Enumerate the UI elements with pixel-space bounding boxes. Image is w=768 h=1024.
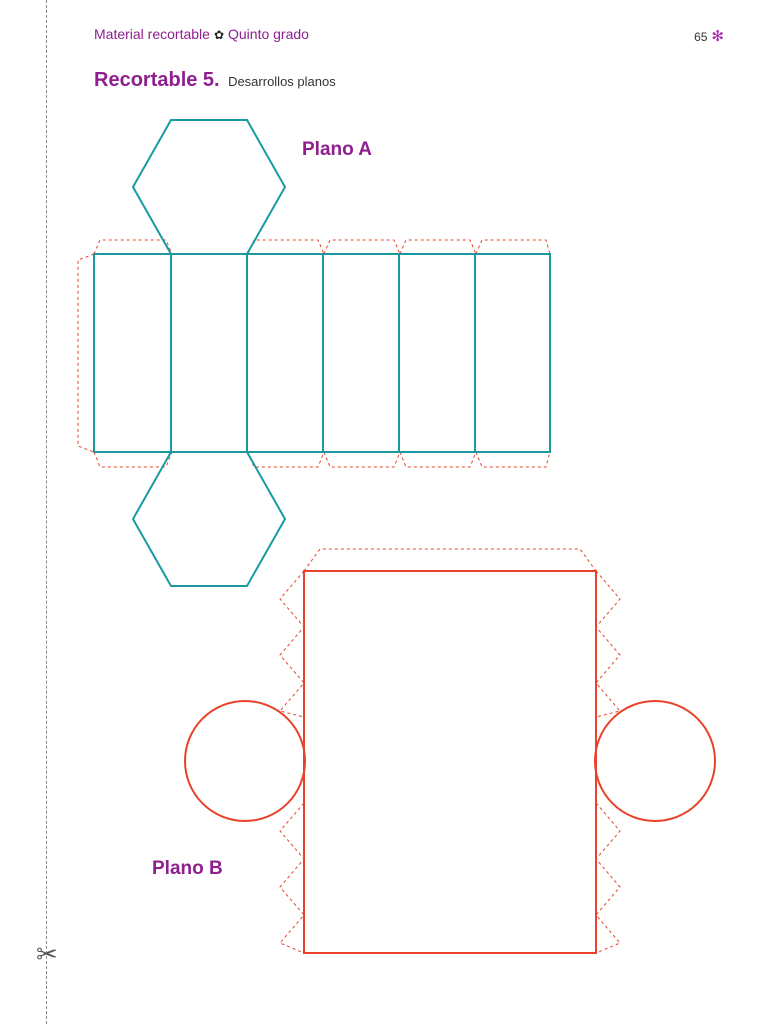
plano-b-right-teeth-lower bbox=[595, 802, 621, 954]
plano-a-left-tab bbox=[77, 253, 95, 453]
plano-b-left-circle bbox=[184, 700, 306, 822]
plano-b-left-teeth-lower bbox=[279, 802, 305, 954]
plano-a-bottom-tab-6 bbox=[475, 451, 551, 468]
plano-a-bottom-tab-4 bbox=[323, 451, 401, 468]
plano-a-top-tab-3 bbox=[247, 239, 325, 255]
plano-a-top-hexagon bbox=[131, 119, 287, 255]
plano-a-bottom-tab-1 bbox=[93, 451, 173, 468]
plano-b-net bbox=[184, 548, 716, 954]
page-header: Material recortable✿ Quinto grado bbox=[94, 26, 309, 42]
asterisk-icon: ✻ bbox=[711, 27, 724, 45]
plano-b-glue-tabs bbox=[279, 548, 621, 954]
page-number-value: 65 bbox=[694, 30, 708, 44]
title-main: Recortable 5. bbox=[94, 69, 220, 91]
plano-a-outline bbox=[93, 119, 551, 587]
plano-a-top-tab-6 bbox=[475, 239, 551, 255]
plano-b-top-tab bbox=[303, 548, 597, 572]
plano-a-top-tab-4 bbox=[323, 239, 401, 255]
plano-b-right-circle bbox=[594, 700, 716, 822]
flower-icon: ✿ bbox=[213, 28, 224, 42]
plano-a-bottom-hexagon bbox=[131, 451, 287, 587]
plano-a-top-tab-5 bbox=[399, 239, 477, 255]
plano-b-lateral-rectangle bbox=[303, 570, 597, 954]
plano-b-outline bbox=[184, 570, 716, 954]
header-subject: Material recortable bbox=[94, 26, 210, 42]
cut-guide-line bbox=[46, 0, 47, 1024]
plano-a-bottom-tab-5 bbox=[399, 451, 477, 468]
scissors-icon: ✂ bbox=[36, 940, 58, 970]
header-grade: Quinto grado bbox=[228, 26, 309, 42]
page-number: 65✻ bbox=[694, 27, 724, 45]
plano-a-net bbox=[77, 119, 551, 587]
plano-b-label: Plano B bbox=[152, 858, 223, 879]
plano-a-top-tab-1 bbox=[93, 239, 173, 255]
plano-a-bottom-tab-3 bbox=[247, 451, 325, 468]
plano-a-glue-tabs bbox=[77, 239, 551, 468]
plano-b-left-teeth-upper bbox=[279, 570, 305, 718]
page-title: Recortable 5. Desarrollos planos bbox=[94, 69, 336, 92]
title-sub: Desarrollos planos bbox=[228, 74, 336, 89]
plano-a-label: Plano A bbox=[302, 139, 373, 160]
plano-b-right-teeth-upper bbox=[595, 570, 621, 718]
